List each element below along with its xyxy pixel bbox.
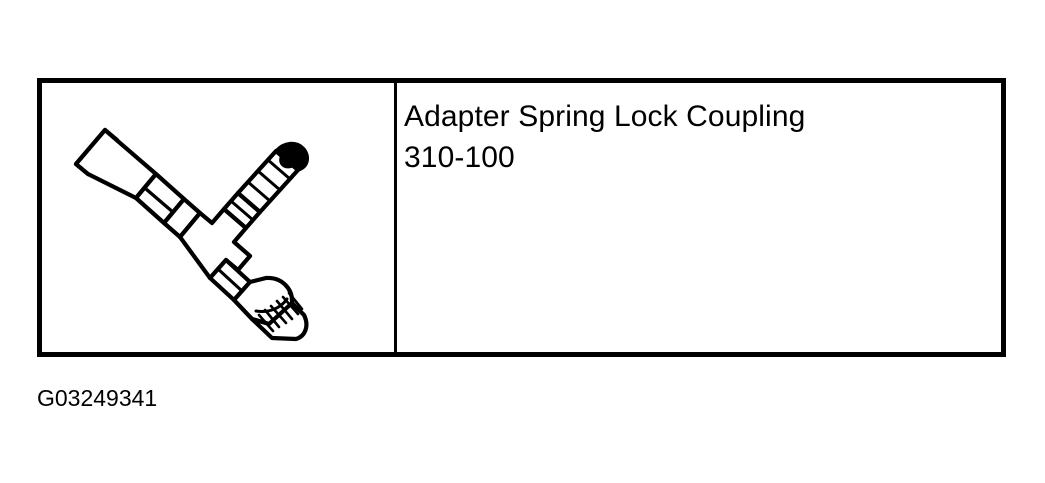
- special-tool-table: Adapter Spring Lock Coupling 310-100: [37, 78, 1006, 357]
- tool-name: Adapter Spring Lock Coupling: [404, 100, 806, 133]
- tool-description-cell: Adapter Spring Lock Coupling 310-100: [397, 83, 1001, 352]
- tool-illustration-cell: [42, 83, 397, 352]
- figure-caption: G03249341: [37, 385, 158, 411]
- tool-number: 310-100: [404, 141, 515, 174]
- spring-lock-coupling-adapter-icon: [73, 127, 309, 342]
